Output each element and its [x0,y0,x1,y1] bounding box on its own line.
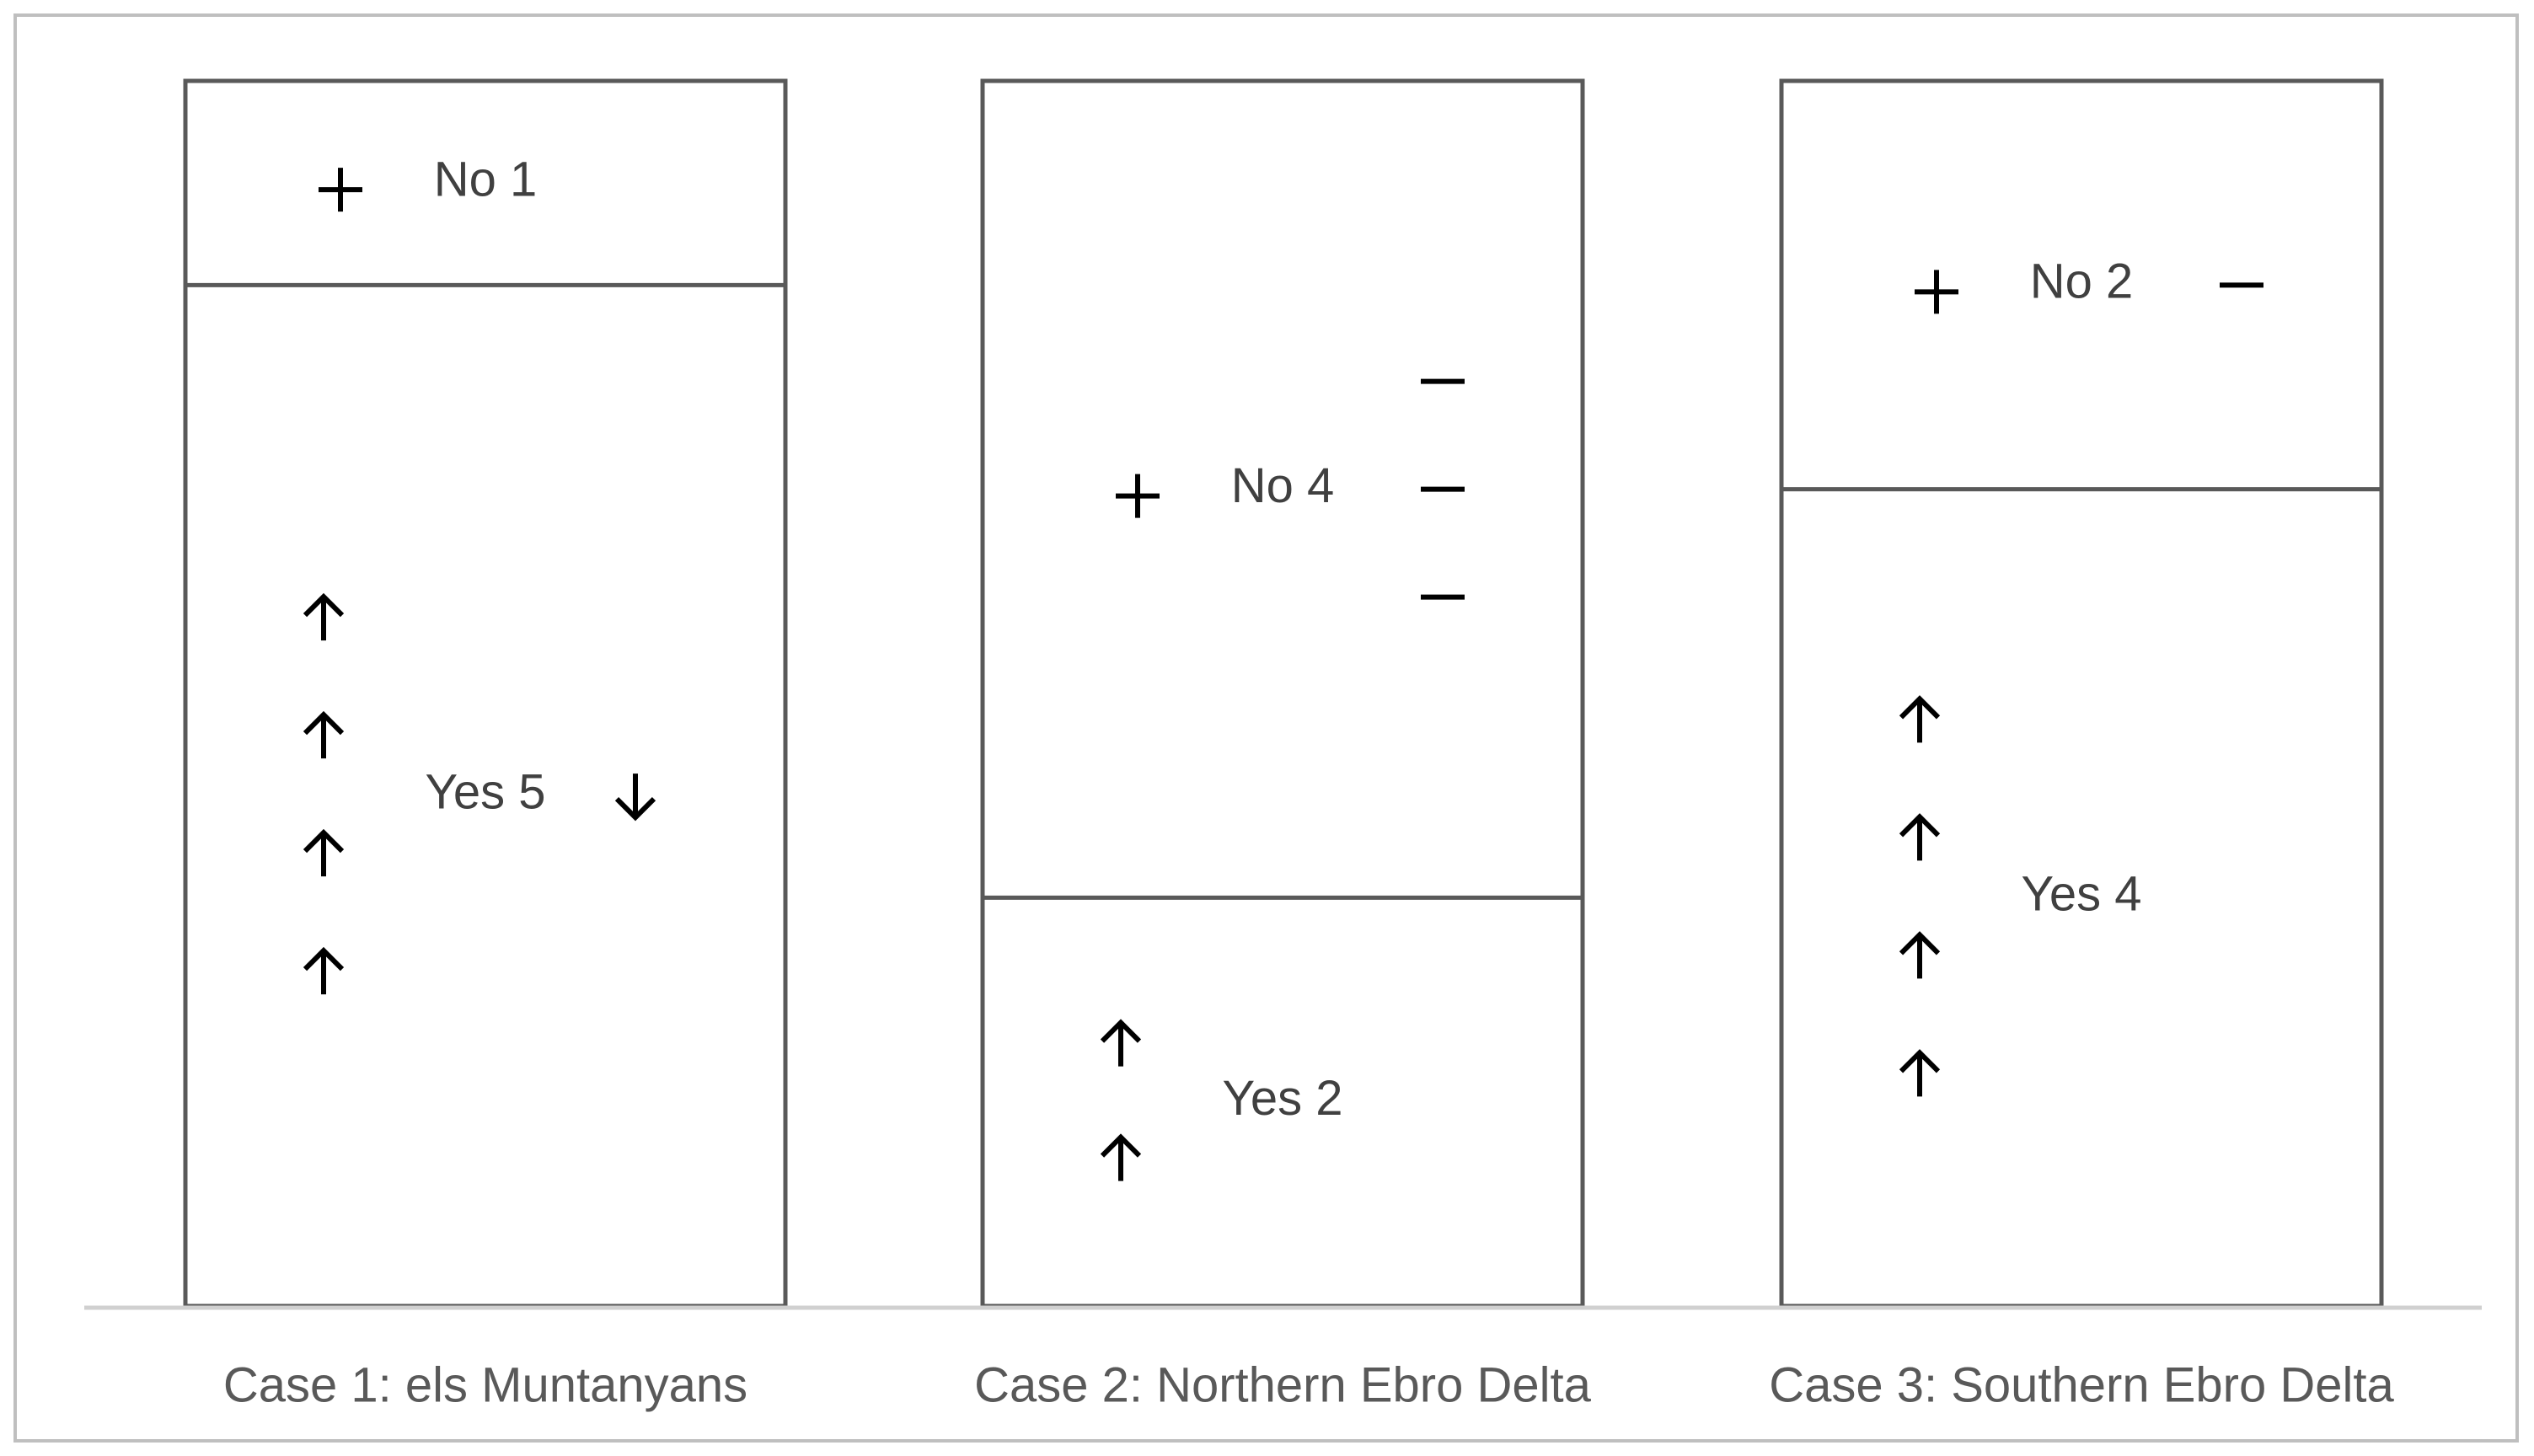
no-segment-label: No 4 [1231,458,1335,513]
up-arrow-symbol [1899,931,1941,979]
plus-symbol [1915,270,1958,314]
case-label-1: Case 1: els Muntanyans [223,1357,747,1412]
up-arrow-symbol [303,828,345,877]
yes-segment-label: Yes 2 [1223,1071,1343,1126]
bar-outline [183,78,788,1309]
bar-outline [980,78,1585,1309]
down-arrow-symbol [614,774,656,822]
plus-symbol [1116,474,1160,518]
yes-segment-label: Yes 4 [2022,867,2142,922]
up-arrow-symbol [1899,1049,1941,1097]
up-arrow-symbol [1100,1019,1142,1067]
bar-case-1: No 1 Yes 5 [183,78,788,1309]
up-arrow-symbol [303,592,345,641]
figure-frame [13,13,2519,1443]
up-arrow-symbol [1899,813,1941,861]
plus-symbol [319,168,362,212]
bar-case-3: No 2 Yes 4 [1779,78,2384,1309]
no-segment-label: No 1 [434,152,538,206]
bar-outline [1779,78,2384,1309]
no-segment-label: No 2 [2030,254,2134,309]
up-arrow-symbol [303,710,345,759]
up-arrow-symbol [1899,695,1941,743]
up-arrow-symbol [1100,1133,1142,1181]
case-label-3: Case 3: Southern Ebro Delta [1769,1357,2394,1412]
yes-segment-label: Yes 5 [426,764,546,819]
case-label-2: Case 2: Northern Ebro Delta [974,1357,1592,1412]
up-arrow-symbol [303,946,345,995]
bar-case-2: No 4 Yes 2 [980,78,1585,1309]
